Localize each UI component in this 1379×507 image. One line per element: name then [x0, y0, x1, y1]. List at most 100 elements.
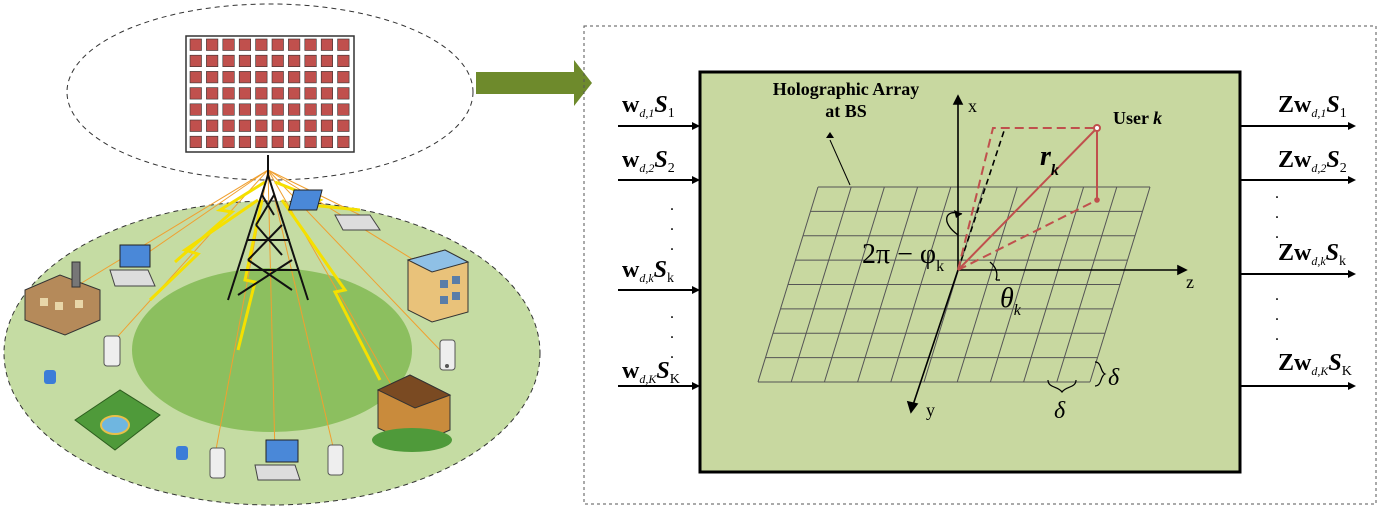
antenna-element [320, 38, 334, 51]
r-vector-label: rk [1040, 141, 1059, 179]
output-stream: S [1326, 147, 1339, 173]
phone-icon [209, 447, 226, 479]
ellipsis-dot: . [670, 345, 674, 362]
array-title-line2: at BS [825, 101, 867, 121]
output-stream-index: 2 [1340, 161, 1347, 176]
user-label-var: k [1153, 108, 1162, 128]
arrowhead [1348, 382, 1356, 390]
antenna-element [255, 71, 268, 84]
antenna-element [222, 87, 235, 100]
factory-icon [24, 261, 101, 336]
ellipsis-dot: . [670, 305, 674, 322]
input-stream-index: 2 [668, 161, 675, 176]
park-icon [74, 389, 161, 451]
delta-label-bottom: δ [1054, 398, 1066, 424]
input-stream-index: 1 [668, 106, 675, 121]
output-stream-index: K [1342, 364, 1352, 379]
phi-angle-label: 2π − φk [862, 239, 944, 275]
antenna-element [304, 103, 317, 116]
array-title-line1: Holographic Array [773, 79, 920, 99]
antenna-element [189, 135, 202, 148]
antenna-element [337, 54, 350, 68]
antenna-element [304, 135, 317, 148]
input-subscript: d,k [639, 271, 654, 285]
antenna-element [238, 71, 251, 84]
phone-icon [103, 335, 121, 367]
antenna-element [189, 87, 202, 100]
antenna-element [288, 103, 301, 116]
output-subscript: d,k [1311, 254, 1326, 268]
output-symbol: Zw [1278, 147, 1312, 173]
title-pointer [829, 139, 851, 186]
antenna-element [320, 119, 334, 132]
input-stream: S [654, 257, 667, 283]
output-label: Zwd,2S2 [1278, 147, 1347, 176]
phone-icon [327, 444, 344, 476]
antenna-element [337, 119, 350, 132]
antenna-element [189, 103, 202, 116]
axis-y-label: y [926, 400, 935, 420]
antenna-element [206, 38, 219, 51]
sensor-icon [176, 446, 188, 460]
output-subscript: d,K [1311, 364, 1329, 378]
antenna-element [304, 87, 317, 100]
antenna-element [320, 103, 334, 116]
building-icon [372, 374, 452, 452]
antenna-element [255, 135, 268, 148]
ellipsis-dot: . [1275, 327, 1279, 344]
tower-icon [227, 155, 309, 301]
antenna-element [288, 54, 301, 68]
antenna-element [271, 87, 284, 100]
antenna-element [238, 54, 251, 68]
input-stream: S [654, 92, 667, 118]
user-label: User k [1113, 108, 1162, 128]
output-label: Zwd,1S1 [1278, 92, 1347, 121]
antenna-element [337, 135, 350, 148]
outer-frame [583, 25, 1377, 505]
antenna-element [189, 119, 202, 132]
antenna-element [238, 87, 251, 100]
antenna-element [222, 135, 235, 148]
laptop-icon [109, 244, 156, 287]
antenna-element [337, 103, 350, 116]
sensor-icon [44, 370, 56, 384]
phone-icon [439, 339, 456, 371]
input-stream-index: K [670, 372, 680, 387]
antenna-element [271, 71, 284, 84]
antenna-element [189, 54, 202, 68]
input-stream: S [654, 147, 667, 173]
bs-box [698, 70, 1242, 474]
phi-sub: k [936, 258, 944, 275]
antenna-element [238, 135, 251, 148]
antenna-element [288, 135, 301, 148]
antenna-element [206, 135, 219, 148]
input-label: wd,1S1 [622, 92, 675, 121]
input-symbol: w [622, 147, 640, 173]
antenna-array-icon [185, 35, 355, 153]
output-stream-index: 1 [1340, 106, 1347, 121]
antenna-element [271, 38, 284, 51]
input-stream: S [656, 358, 669, 384]
antenna-element [206, 54, 219, 68]
output-label: Zwd,KSK [1278, 350, 1352, 379]
ellipsis-dot: . [670, 197, 674, 214]
antenna-element [288, 38, 301, 51]
axis-z-label: z [1186, 272, 1194, 292]
antenna-element [238, 119, 251, 132]
arrowhead [1348, 270, 1356, 278]
antenna-element [288, 71, 301, 84]
antenna-element [320, 87, 334, 100]
user-vector [957, 124, 1101, 271]
network-scene [3, 3, 541, 506]
antenna-element [320, 135, 334, 148]
antenna-element [271, 54, 284, 68]
antenna-element [255, 87, 268, 100]
ellipsis-dot: . [670, 217, 674, 234]
axis-x-label: x [968, 96, 977, 116]
antenna-element [206, 119, 219, 132]
input-subscript: d,K [639, 372, 657, 386]
antenna-element [271, 135, 284, 148]
arrowhead [692, 176, 700, 184]
antenna-element [304, 54, 317, 68]
